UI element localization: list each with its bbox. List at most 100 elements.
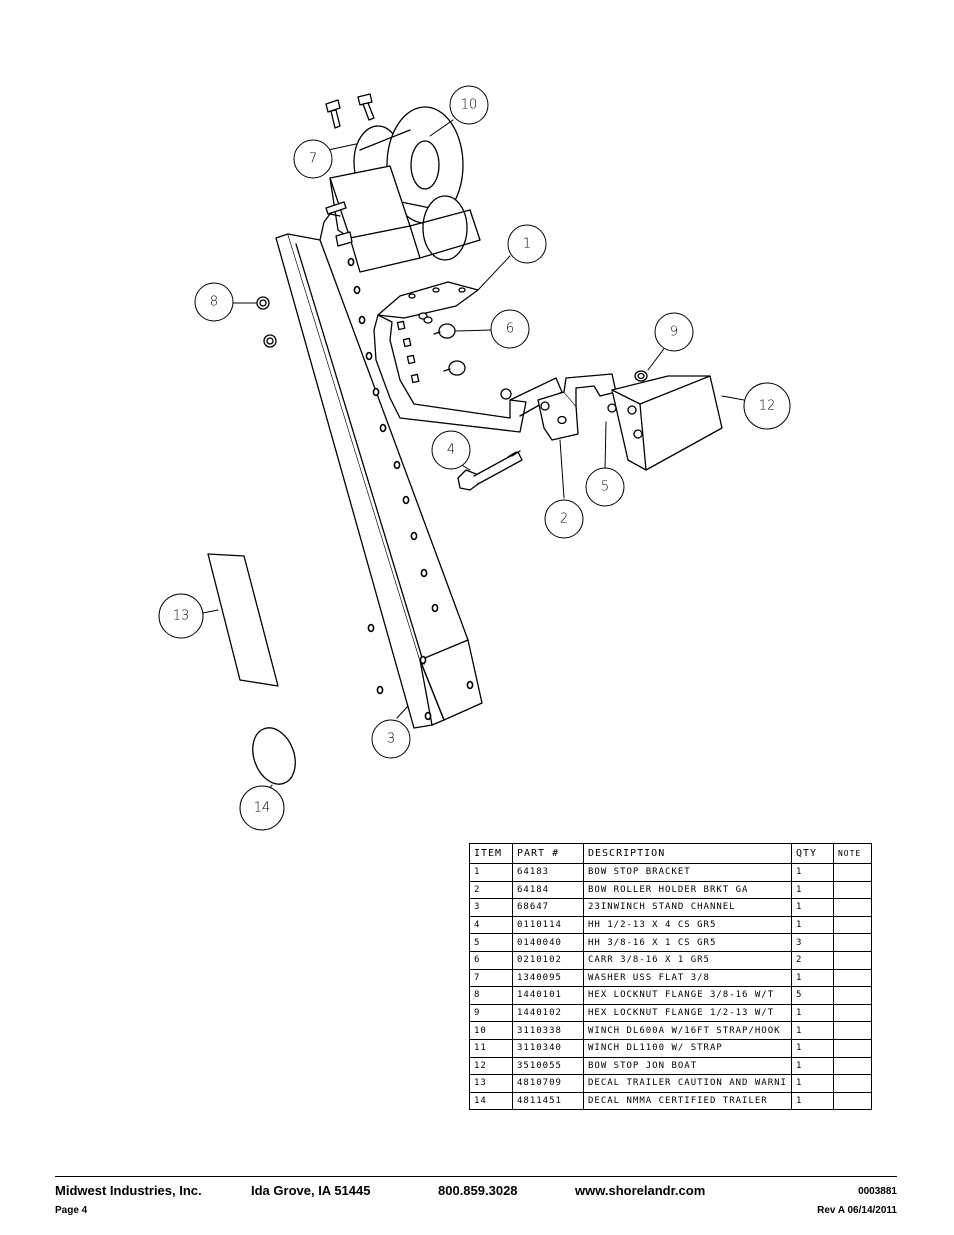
footer-company: Midwest Industries, Inc. bbox=[55, 1183, 202, 1198]
cell-note bbox=[832, 863, 872, 882]
callout-5: 5 bbox=[601, 480, 609, 495]
cell-note bbox=[832, 950, 872, 970]
cell-item: 5 bbox=[469, 933, 513, 952]
cell-item: 14 bbox=[469, 1091, 513, 1111]
cell-description: HH 1/2-13 X 4 CS GR5 bbox=[583, 915, 792, 935]
header-description: DESCRIPTION bbox=[583, 843, 792, 864]
cell-description: 23INWINCH STAND CHANNEL bbox=[583, 898, 792, 917]
cell-item: 7 bbox=[469, 968, 513, 988]
callout-8: 8 bbox=[210, 295, 218, 310]
cell-part-number: 1440102 bbox=[512, 1003, 584, 1023]
cell-description: BOW ROLLER HOLDER BRKT GA bbox=[583, 880, 792, 900]
cell-part-number: 64183 bbox=[512, 863, 584, 882]
bow-stop-bracket bbox=[373, 281, 563, 433]
caution-decal bbox=[207, 553, 279, 687]
roller-holder-bracket bbox=[500, 373, 617, 441]
cell-part-number: 1440101 bbox=[512, 986, 584, 1005]
callout-10: 10 bbox=[461, 98, 478, 113]
winch-assembly bbox=[325, 106, 481, 273]
cell-description: HEX LOCKNUT FLANGE 1/2-13 W/T bbox=[583, 1003, 792, 1023]
cell-qty: 1 bbox=[790, 898, 834, 917]
cell-qty: 1 bbox=[790, 1056, 834, 1076]
cell-item: 13 bbox=[469, 1074, 513, 1093]
cell-note bbox=[832, 933, 872, 952]
parts-table-header-row: ITEM PART # DESCRIPTION QTY NOTE bbox=[469, 843, 872, 864]
cell-qty: 1 bbox=[790, 863, 834, 882]
cell-qty: 1 bbox=[790, 1091, 834, 1111]
cell-part-number: 3110340 bbox=[512, 1038, 584, 1058]
cell-description: BOW STOP JON BOAT bbox=[583, 1056, 792, 1076]
stand-channel bbox=[275, 213, 483, 729]
cell-item: 6 bbox=[469, 950, 513, 970]
cell-part-number: 3110338 bbox=[512, 1021, 584, 1040]
cell-item: 11 bbox=[469, 1038, 513, 1058]
cell-item: 3 bbox=[469, 898, 513, 917]
cell-item: 10 bbox=[469, 1021, 513, 1040]
footer-website[interactable]: www.shorelandr.com bbox=[575, 1183, 706, 1198]
carriage-bolts bbox=[433, 323, 466, 376]
cell-part-number: 0110114 bbox=[512, 915, 584, 935]
footer-location: Ida Grove, IA 51445 bbox=[251, 1183, 371, 1198]
cell-qty: 1 bbox=[790, 968, 834, 988]
hex-locknuts bbox=[256, 296, 277, 348]
callout-7: 7 bbox=[309, 152, 317, 167]
cell-description: DECAL NMMA CERTIFIED TRAILER bbox=[583, 1091, 792, 1111]
cell-note bbox=[832, 1003, 872, 1023]
header-note: NOTE bbox=[832, 843, 872, 864]
cell-part-number: 64184 bbox=[512, 880, 584, 900]
cell-note bbox=[832, 1091, 872, 1111]
bow-stop bbox=[607, 370, 723, 471]
callout-1: 1 bbox=[523, 237, 531, 252]
cell-part-number: 1340095 bbox=[512, 968, 584, 988]
footer-revision: Rev A 06/14/2011 bbox=[817, 1205, 897, 1216]
footer-page-number: Page 4 bbox=[55, 1205, 88, 1216]
cell-note bbox=[832, 1056, 872, 1076]
cell-item: 9 bbox=[469, 1003, 513, 1023]
cell-qty: 1 bbox=[790, 1021, 834, 1040]
cell-qty: 1 bbox=[790, 1038, 834, 1058]
cell-part-number: 4810709 bbox=[512, 1074, 584, 1093]
callout-12: 12 bbox=[759, 399, 776, 414]
cell-part-number: 4811451 bbox=[512, 1091, 584, 1111]
cell-description: HH 3/8-16 X 1 CS GR5 bbox=[583, 933, 792, 952]
cell-description: WASHER USS FLAT 3/8 bbox=[583, 968, 792, 988]
callout-9: 9 bbox=[670, 325, 678, 340]
cell-note bbox=[832, 986, 872, 1005]
cell-part-number: 0210102 bbox=[512, 950, 584, 970]
cell-note bbox=[832, 880, 872, 900]
header-qty: QTY bbox=[790, 843, 834, 864]
cell-note bbox=[832, 968, 872, 988]
cell-item: 8 bbox=[469, 986, 513, 1005]
callout-14: 14 bbox=[254, 801, 271, 816]
cell-note bbox=[832, 898, 872, 917]
nmma-decal bbox=[252, 727, 296, 785]
callout-13: 13 bbox=[173, 609, 190, 624]
cell-note bbox=[832, 1021, 872, 1040]
callout-2: 2 bbox=[560, 512, 568, 527]
callout-4: 4 bbox=[447, 443, 455, 458]
cell-note bbox=[832, 1074, 872, 1093]
cell-item: 1 bbox=[469, 863, 513, 882]
cell-part-number: 68647 bbox=[512, 898, 584, 917]
cell-part-number: 0140040 bbox=[512, 933, 584, 952]
cell-description: WINCH DL600A W/16FT STRAP/HOOK bbox=[583, 1021, 792, 1040]
cell-qty: 5 bbox=[790, 986, 834, 1005]
hex-bolt bbox=[457, 450, 523, 491]
callout-6: 6 bbox=[506, 322, 514, 337]
callout-bubbles bbox=[158, 85, 791, 831]
cell-description: CARR 3/8-16 X 1 GR5 bbox=[583, 950, 792, 970]
cell-description: BOW STOP BRACKET bbox=[583, 863, 792, 882]
cell-description: DECAL TRAILER CAUTION AND WARNI bbox=[583, 1074, 792, 1093]
cell-qty: 1 bbox=[790, 1003, 834, 1023]
